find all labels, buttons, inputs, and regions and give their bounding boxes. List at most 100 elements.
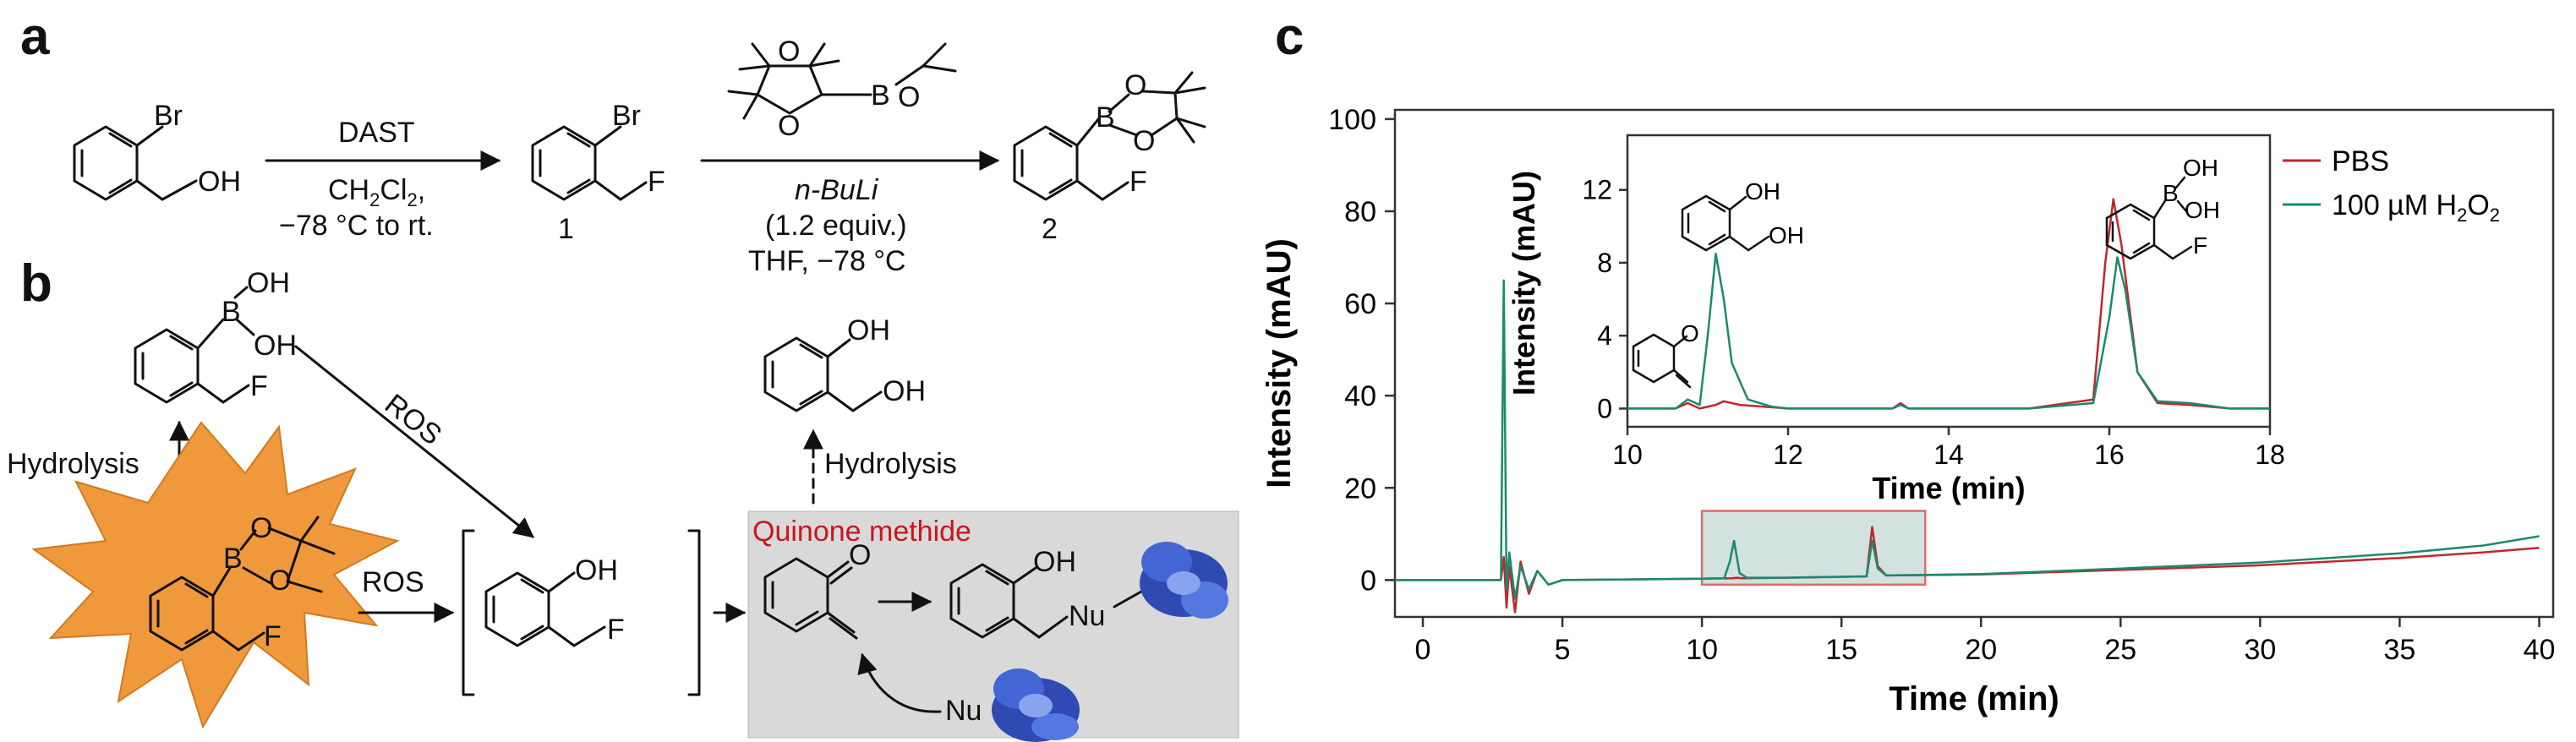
- reaction-scheme: Br OH DAST CH2Cl2, −78 °C to rt. Br F 1 …: [7, 35, 1239, 742]
- inset-boronic-f: F: [2193, 232, 2207, 259]
- diol-oh1: OH: [847, 314, 890, 346]
- cond2-label: THF, −78 °C: [748, 245, 906, 277]
- quinone-methide-structure: [763, 557, 858, 640]
- inset-quinone-structure: [1632, 333, 1692, 389]
- reagent2-b: B: [871, 79, 890, 112]
- inset-boronic-b: B: [2163, 180, 2179, 206]
- inset-boronic-oh2: OH: [2185, 197, 2220, 223]
- inset-y-tick-label-0: 0: [1597, 393, 1612, 423]
- x-tick-label-0: 0: [1415, 634, 1431, 666]
- inset-x-tick-label-1: 12: [1773, 439, 1803, 470]
- inset-boronic-oh1: OH: [2183, 155, 2218, 181]
- adduct-oh: OH: [1033, 546, 1076, 578]
- probe-o2: O: [269, 565, 291, 597]
- cmpd1-br: Br: [612, 100, 641, 132]
- plot-frame: [1393, 108, 2555, 619]
- y-tick-label-1: 20: [1344, 472, 1376, 505]
- inset-x-tick-label-0: 10: [1612, 439, 1643, 470]
- cmpd2-b: B: [1096, 101, 1115, 134]
- x-tick-label-5: 25: [2104, 634, 2136, 666]
- inset-x-axis-label: Time (min): [1872, 471, 2025, 505]
- adduct-nu: Nu: [1069, 600, 1105, 632]
- protein-icon-bottom: [992, 668, 1080, 742]
- legend-pbs: PBS: [2332, 145, 2389, 177]
- bracket-right: [687, 529, 701, 696]
- panel-label-a: a: [20, 8, 50, 66]
- cond1-temp: −78 °C to rt.: [279, 210, 434, 242]
- inset-diol-oh2: OH: [1769, 222, 1804, 248]
- legend: PBS 100 µM H2O2: [2283, 145, 2500, 226]
- compound-1-structure: [531, 125, 648, 201]
- cmpd2-number: 2: [1042, 213, 1058, 245]
- inset-quinone-o: O: [1681, 320, 1699, 346]
- cmpd2-f: F: [1129, 166, 1147, 198]
- inset-x-tick-label-4: 18: [2255, 439, 2285, 470]
- diol-structure: [763, 336, 883, 412]
- inset-series-line-1: [1627, 252, 2270, 410]
- x-tick-label-7: 35: [2384, 634, 2416, 666]
- inset-diol-oh1: OH: [1745, 178, 1780, 205]
- inset-diol-structure: [1681, 194, 1770, 252]
- protein-icon: [1140, 542, 1228, 619]
- sm-br-label: Br: [154, 100, 183, 132]
- bracket-left: [462, 529, 475, 696]
- base-nbuli: n-BuLi: [795, 174, 879, 206]
- legend-h2o2: 100 µM H2O2: [2332, 189, 2500, 226]
- cmpd2-o2: O: [1133, 125, 1155, 157]
- probe-f: F: [264, 620, 282, 652]
- cond1-solvent: CH2Cl2,: [328, 174, 425, 210]
- sm-oh-label: OH: [198, 166, 241, 198]
- y-tick-label-3: 60: [1344, 288, 1376, 320]
- inset-y-axis-label: Intensity (mAU): [1507, 171, 1541, 396]
- probe-b: B: [223, 543, 243, 575]
- y-tick-label-5: 100: [1328, 104, 1376, 136]
- cmpd1-f: F: [648, 166, 665, 198]
- series-line-0: [1395, 526, 2540, 614]
- boronic-oh1: OH: [247, 267, 290, 299]
- reagent-pinacolborane-structure: [727, 42, 957, 120]
- probe-star-shape: [31, 421, 400, 729]
- x-tick-label-8: 40: [2524, 634, 2556, 666]
- boronic-oh2: OH: [254, 330, 297, 362]
- inset-y-tick-label-1: 4: [1597, 320, 1612, 351]
- reagent-dast: DAST: [338, 117, 415, 149]
- inset-y-tick-label-3: 12: [1582, 175, 1612, 205]
- boronic-f: F: [250, 370, 268, 402]
- intermediate-oh: OH: [575, 554, 618, 587]
- quinone-methide-label: Quinone methide: [752, 516, 971, 548]
- x-tick-label-2: 10: [1686, 634, 1718, 666]
- probe-structure: [149, 516, 336, 652]
- ros-horizontal-label: ROS: [362, 566, 424, 598]
- qm-o: O: [849, 539, 871, 571]
- x-tick-label-1: 5: [1555, 634, 1571, 666]
- inset-chart: 10 12 14 16 18 0 4 8 12 Time (min) Intensity (mA…: [1507, 134, 2285, 505]
- x-axis-label: Time (min): [1889, 680, 2059, 717]
- panel-label-b: b: [20, 254, 52, 313]
- compound-2-structure: [1013, 71, 1206, 201]
- hydrolysis-top-label: Hydrolysis: [824, 448, 957, 480]
- inset-x-tick-label-2: 14: [1933, 439, 1964, 470]
- cmpd2-o1: O: [1124, 69, 1146, 101]
- diol-oh2: OH: [883, 375, 926, 407]
- x-tick-label-6: 30: [2244, 634, 2276, 666]
- hydrolysis-left-label: Hydrolysis: [7, 448, 139, 480]
- adduct-structure: [949, 563, 1143, 639]
- equiv-label: (1.2 equiv.): [765, 210, 907, 242]
- y-tick-label-0: 0: [1360, 565, 1376, 597]
- boronic-b: B: [222, 296, 241, 328]
- x-tick-label-4: 20: [1965, 634, 1997, 666]
- intermediate-f: F: [607, 614, 625, 646]
- cmpd1-number: 1: [558, 213, 574, 245]
- boronic-acid-structure: [134, 286, 255, 404]
- probe-o1: O: [250, 512, 272, 544]
- nu-bottom: Nu: [945, 695, 982, 727]
- y-axis-label: Intensity (mAU): [1261, 238, 1298, 488]
- x-tick-label-3: 15: [1825, 634, 1857, 666]
- arrow-ros-diagonal: [294, 345, 534, 538]
- intermediate-structure: [484, 571, 606, 647]
- inset-x-tick-label-3: 16: [2094, 439, 2125, 470]
- reagent2-o2: O: [778, 35, 800, 68]
- panel-label-c: c: [1275, 8, 1304, 66]
- inset-y-tick-label-2: 8: [1597, 248, 1612, 278]
- reagent2-o3: O: [778, 110, 800, 142]
